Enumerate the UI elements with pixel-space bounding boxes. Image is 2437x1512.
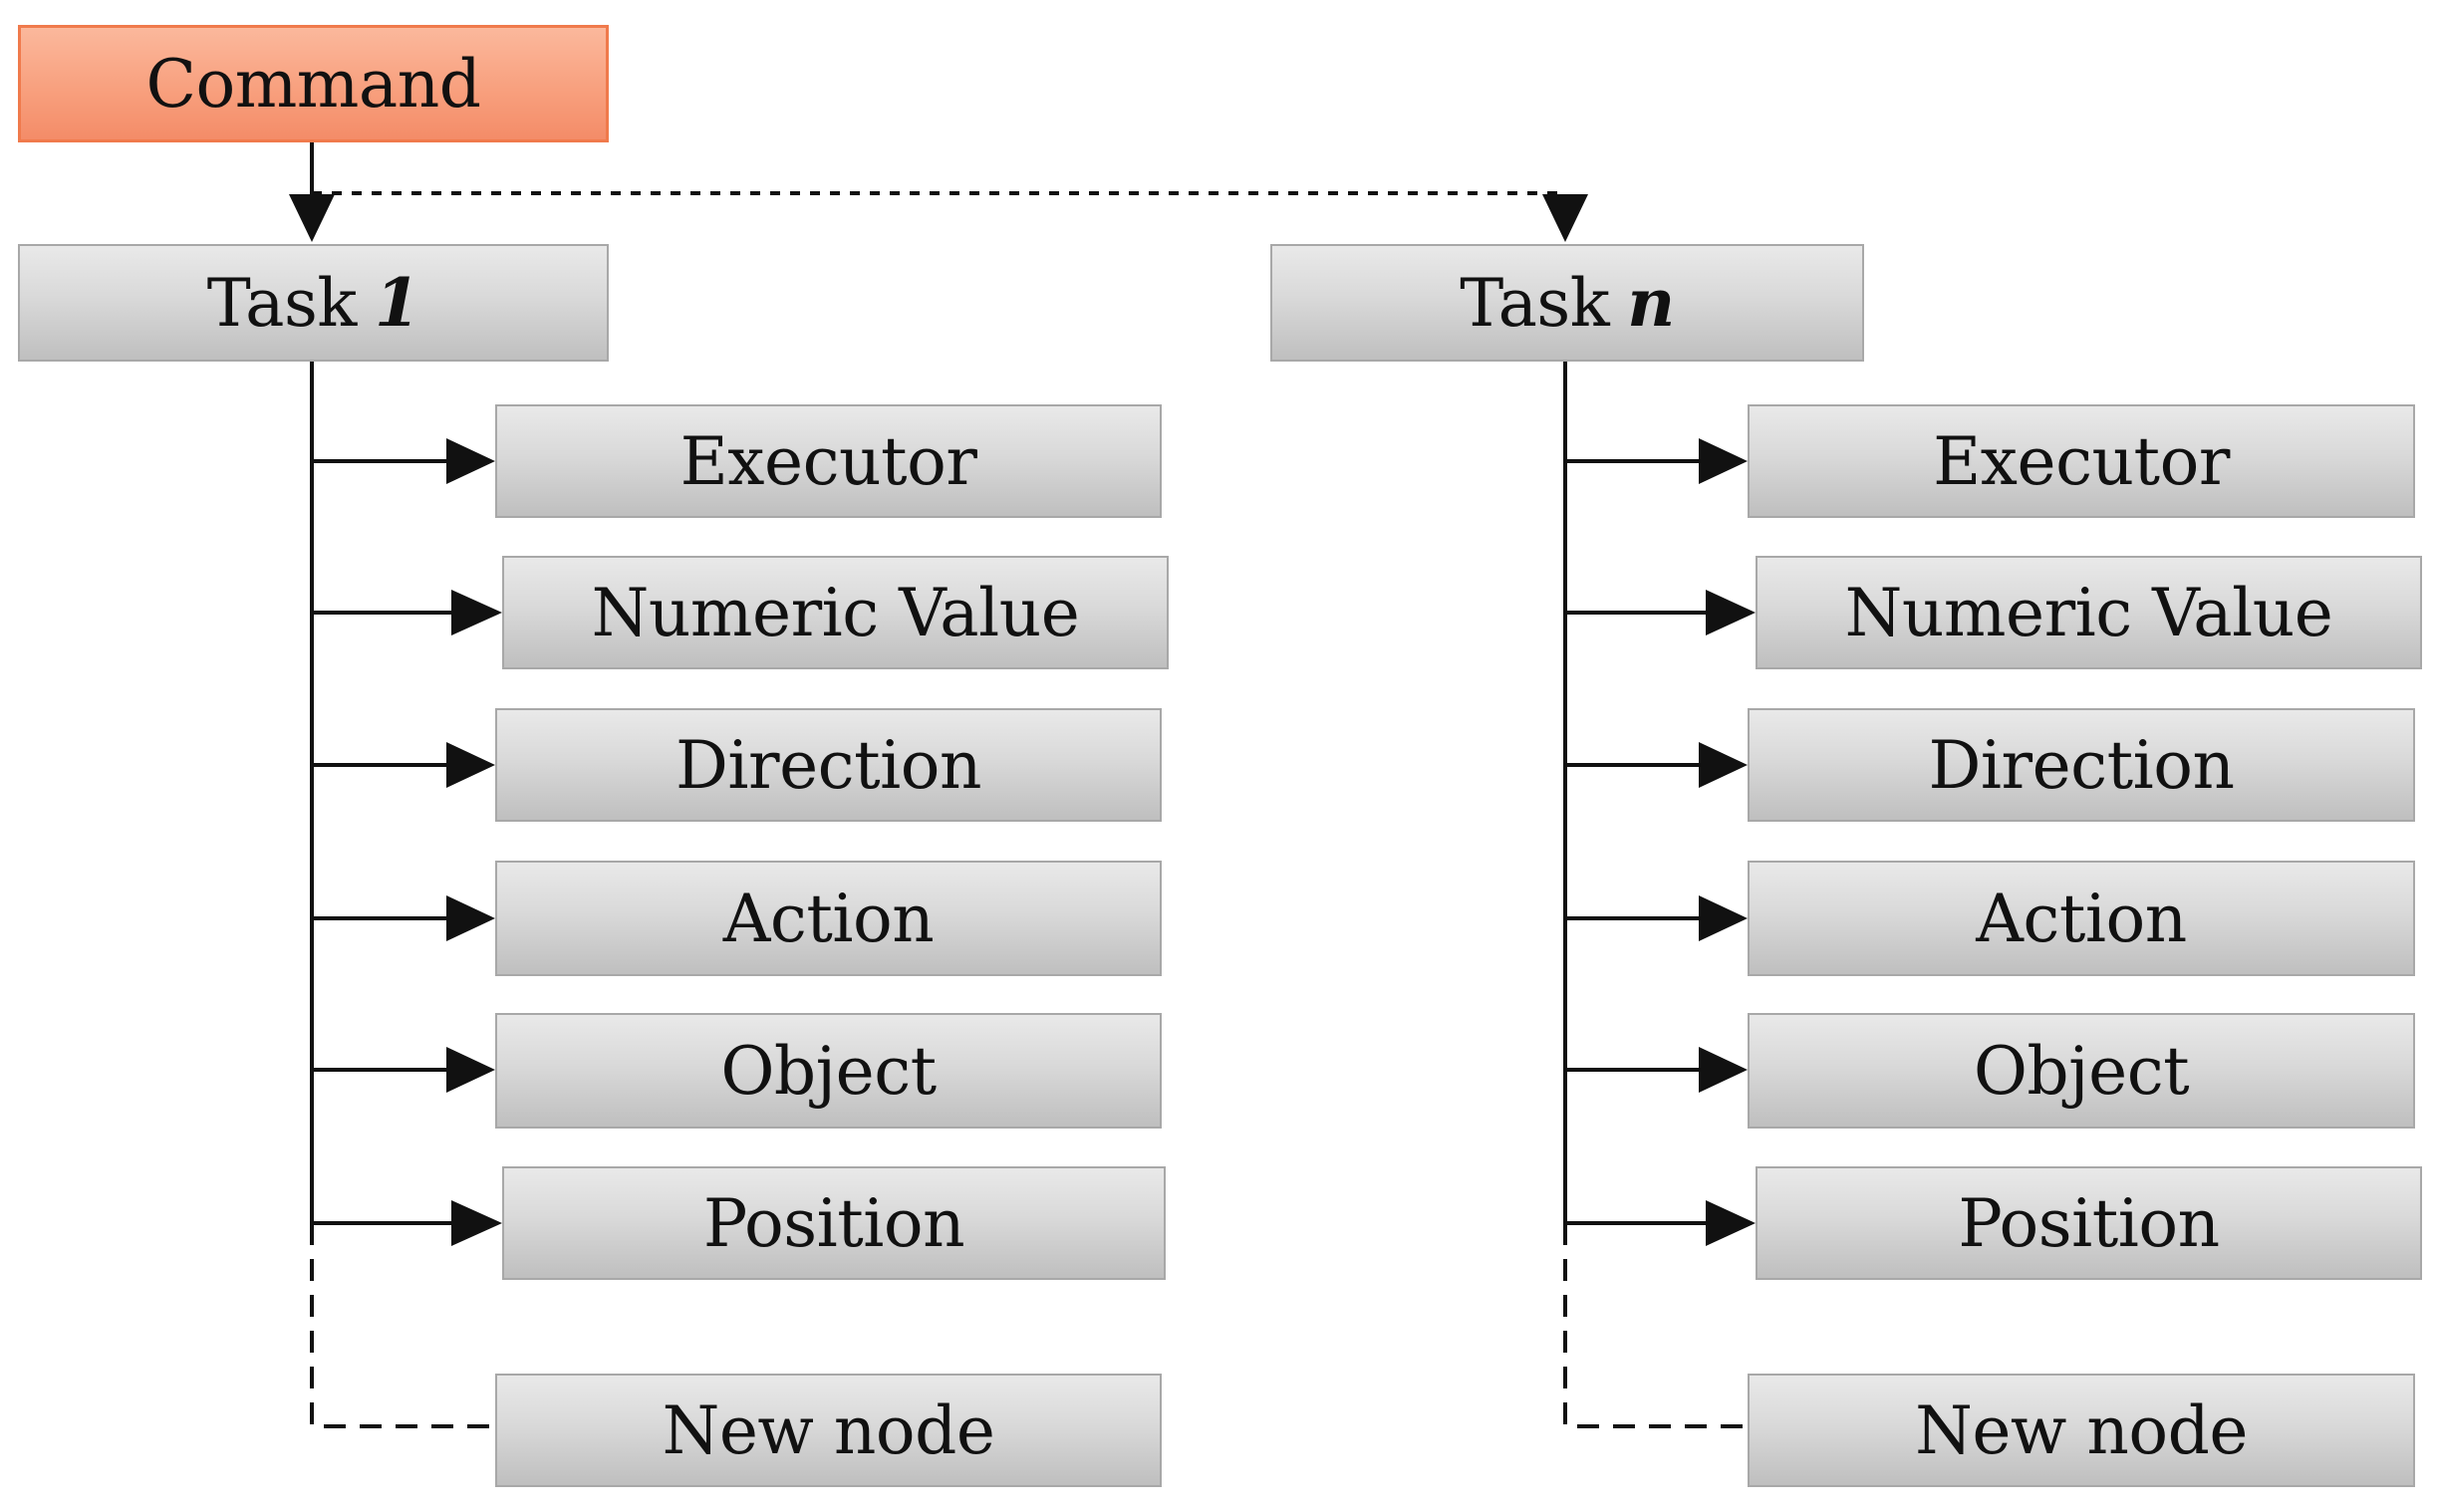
task-n-numeric-value-arrowhead [1706,590,1756,635]
task-n-direction-node: Direction [1748,708,2415,822]
task-n-node: Task n [1270,244,1864,362]
task-1-label: Task [206,265,358,342]
task-1-action-arrowhead [446,895,495,941]
task-1-object-label: Object [720,1032,937,1110]
task-n-action-arrowhead [1699,895,1748,941]
command-label: Command [145,45,481,123]
task-n-object-arrowhead [1699,1047,1748,1093]
task-n-executor-node: Executor [1748,404,2415,518]
task-1-new-node-connector [310,1223,495,1428]
task-1-numeric-value-arrowhead [451,590,502,635]
task-1-index: 1 [374,264,420,342]
command-to-task-n-connector [312,191,1567,199]
task-n-position-label: Position [1958,1184,2220,1262]
task-n-new-node-connector [1563,1223,1748,1428]
task-n-label: Task [1460,265,1610,342]
task-1-position-node: Position [502,1166,1166,1280]
task-n-new-node-label: New node [1915,1391,2248,1469]
task-1-direction-arrowhead [446,742,495,788]
task-1-arrowhead [289,194,335,242]
task-1-executor-node: Executor [495,404,1162,518]
task-1-node: Task 1 [18,244,609,362]
task-n-new-node: New node [1748,1374,2415,1487]
task-n-position-arrowhead [1706,1200,1756,1246]
task-n-numeric-value-node: Numeric Value [1756,556,2422,669]
task-n-direction-arrowhead [1699,742,1748,788]
task-1-action-node: Action [495,861,1162,976]
task-n-position-node: Position [1756,1166,2422,1280]
task-1-numeric-value-label: Numeric Value [591,574,1080,651]
task-n-object-label: Object [1973,1032,2190,1110]
task-n-numeric-value-label: Numeric Value [1844,574,2333,651]
task-n-action-label: Action [1976,880,2187,957]
command-node: Command [18,25,609,142]
task-1-executor-label: Executor [679,422,977,500]
task-1-position-arrowhead [451,1200,502,1246]
task-1-action-label: Action [722,880,935,957]
task-1-position-label: Position [702,1184,965,1262]
task-1-direction-label: Direction [676,726,981,804]
task-n-label-group: Task n [1460,264,1675,342]
task-n-object-node: Object [1748,1013,2415,1129]
task-1-executor-arrowhead [446,438,495,484]
task-1-label-group: Task 1 [207,264,420,342]
task-1-object-arrowhead [446,1047,495,1093]
task-1-new-node-label: New node [662,1391,995,1469]
task-n-executor-arrowhead [1699,438,1748,484]
task-n-executor-label: Executor [1933,422,2230,500]
task-1-numeric-value-node: Numeric Value [502,556,1169,669]
task-n-direction-label: Direction [1928,726,2235,804]
task-1-new-node: New node [495,1374,1162,1487]
task-n-index: n [1627,264,1675,342]
task-n-action-node: Action [1748,861,2415,976]
task-1-object-node: Object [495,1013,1162,1129]
task-1-direction-node: Direction [495,708,1162,822]
task-n-arrowhead [1542,194,1588,242]
